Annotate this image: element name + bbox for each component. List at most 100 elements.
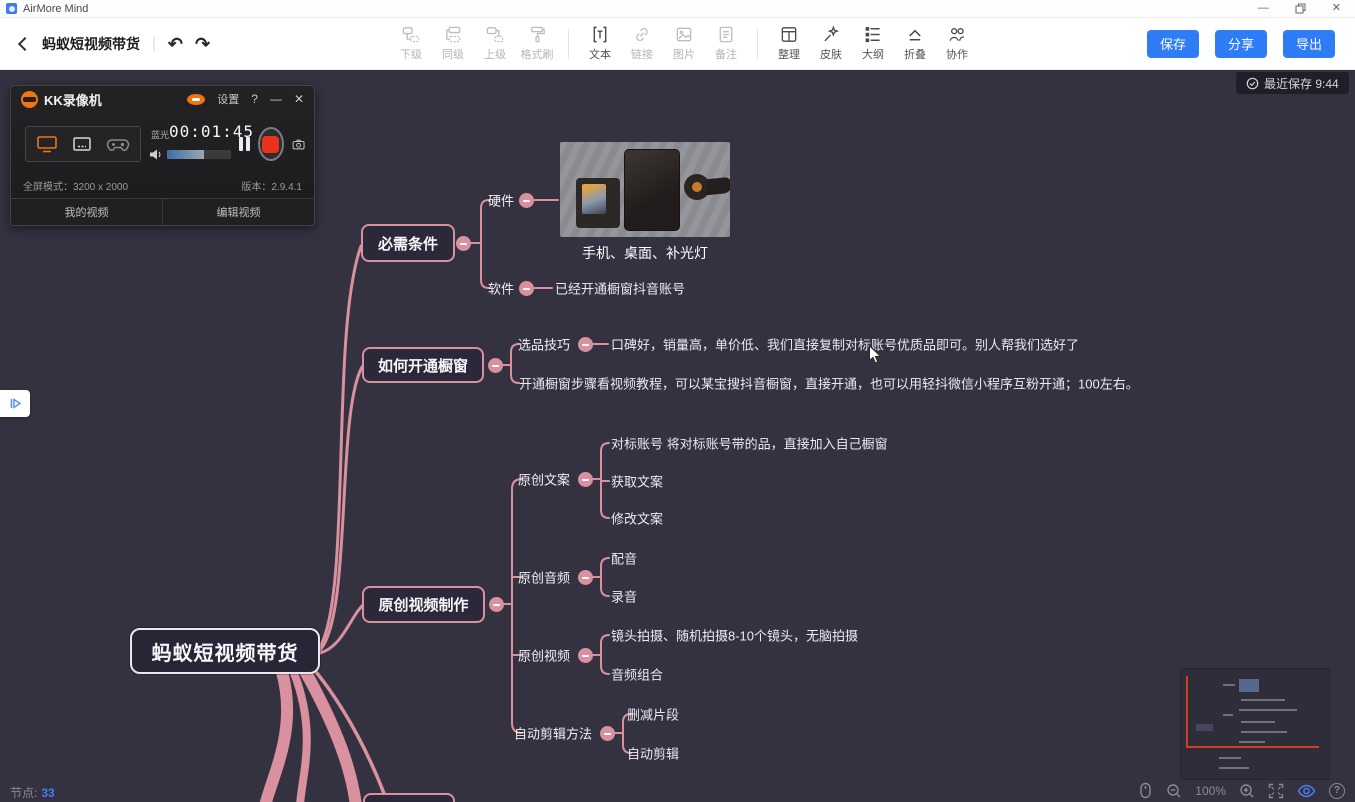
mindmap-branch-video-production[interactable]: 原创视频制作 bbox=[362, 586, 485, 623]
text-icon bbox=[590, 25, 610, 44]
save-button[interactable]: 保存 bbox=[1147, 30, 1199, 58]
speaker-icon bbox=[149, 148, 163, 166]
mindmap-leaf[interactable]: 开通橱窗步骤看视频教程，可以某宝搜抖音橱窗，直接开通，也可以用轻抖微信小程序互粉… bbox=[519, 374, 1139, 393]
mindmap-canvas[interactable]: 蚂蚁短视频带货 必需条件 如何开通橱窗 原创视频制作 硬件 软件 选品技巧 原创… bbox=[0, 70, 1355, 802]
mindmap-leaf[interactable]: 镜头拍摄、随机拍摄8-10个镜头，无脑拍摄 bbox=[611, 626, 858, 645]
mindmap-leaf[interactable]: 对标账号 将对标账号带的品，直接加入自己橱窗 bbox=[611, 434, 888, 453]
toolbar-item-image[interactable]: 图片 bbox=[664, 25, 704, 62]
phone-photo bbox=[624, 149, 680, 231]
format-painter-icon bbox=[527, 25, 547, 44]
toolbar-item-sublevel[interactable]: 下级 bbox=[391, 25, 431, 62]
screenshot-camera-icon[interactable] bbox=[292, 137, 305, 152]
link-icon bbox=[632, 25, 652, 44]
zoom-level: 100% bbox=[1195, 784, 1226, 798]
toolbar-item-link[interactable]: 链接 bbox=[622, 25, 662, 62]
redo-button[interactable]: ↷ bbox=[195, 35, 210, 53]
kk-tray-icon[interactable] bbox=[187, 94, 205, 105]
mindmap-image-caption[interactable]: 手机、桌面、补光灯 bbox=[560, 243, 730, 263]
recorder-settings-button[interactable]: 设置 bbox=[217, 91, 239, 107]
toolbar-item-outline[interactable]: 大纲 bbox=[853, 25, 893, 62]
mindmap-node-auto-edit-method[interactable]: 自动剪辑方法 bbox=[514, 724, 592, 743]
mindmap-node-software[interactable]: 软件 bbox=[488, 279, 514, 298]
mindmap-branch-open-showcase[interactable]: 如何开通橱窗 bbox=[362, 347, 484, 383]
sidebar-expand-button[interactable] bbox=[0, 390, 30, 417]
mindmap-node-original-copy[interactable]: 原创文案 bbox=[518, 470, 570, 489]
mindmap-leaf[interactable]: 自动剪辑 bbox=[627, 744, 679, 763]
mindmap-root-node[interactable]: 蚂蚁短视频带货 bbox=[130, 628, 320, 674]
share-button[interactable]: 分享 bbox=[1215, 30, 1267, 58]
window-close-icon[interactable]: ✕ bbox=[1332, 3, 1341, 14]
toolbar-item-text[interactable]: 文本 bbox=[580, 25, 620, 62]
collapse-toggle-icon[interactable] bbox=[578, 472, 593, 487]
mindmap-node-selection-skills[interactable]: 选品技巧 bbox=[518, 335, 570, 354]
toolbar-item-parentlevel[interactable]: 上级 bbox=[475, 25, 515, 62]
minimap-toggle-eye-icon[interactable] bbox=[1297, 783, 1316, 799]
app-title: AirMore Mind bbox=[23, 3, 88, 15]
collapse-toggle-icon[interactable] bbox=[519, 281, 534, 296]
kk-recorder-window[interactable]: KK录像机 设置 ? — ✕ 蓝光 00:01:45 全屏模式：3200 bbox=[10, 85, 315, 226]
mindmap-leaf[interactable]: 音频组合 bbox=[611, 665, 663, 684]
collapse-toggle-icon[interactable] bbox=[600, 726, 615, 741]
collapse-toggle-icon[interactable] bbox=[488, 358, 503, 373]
toolbar-item-fold[interactable]: 折叠 bbox=[895, 25, 935, 62]
stop-record-button[interactable] bbox=[258, 127, 284, 161]
mindmap-node-original-video[interactable]: 原创视频 bbox=[518, 646, 570, 665]
help-button[interactable]: ? bbox=[1329, 783, 1345, 799]
window-minimize-icon[interactable]: — bbox=[1258, 3, 1269, 14]
node-count: 节点:33 bbox=[10, 784, 55, 801]
mindmap-leaf[interactable]: 获取文案 bbox=[611, 472, 663, 491]
document-title: 蚂蚁短视频带货 bbox=[42, 34, 140, 54]
toolbar-item-sibling[interactable]: 同级 bbox=[433, 25, 473, 62]
mindmap-leaf[interactable]: 删减片段 bbox=[627, 705, 679, 724]
mindmap-node-hardware[interactable]: 硬件 bbox=[488, 191, 514, 210]
drag-mode-mouse-icon[interactable] bbox=[1138, 782, 1153, 799]
recorder-info-row: 全屏模式：3200 x 2000 版本：2.9.4.1 bbox=[11, 178, 314, 193]
fullscreen-mode-icon[interactable] bbox=[36, 134, 58, 154]
minimap-panel[interactable] bbox=[1180, 668, 1330, 780]
toolbar-item-collaborate[interactable]: 协作 bbox=[937, 25, 977, 62]
back-icon[interactable] bbox=[18, 37, 32, 51]
mindmap-leaf[interactable]: 修改文案 bbox=[611, 509, 663, 528]
child-node-icon bbox=[401, 25, 421, 44]
mindmap-leaf[interactable]: 口碑好，销量高，单价低、我们直接复制对标账号优质品即可。别人帮我们选好了 bbox=[611, 335, 1079, 354]
mindmap-leaf[interactable]: 录音 bbox=[611, 587, 637, 606]
minimap-image-node bbox=[1239, 679, 1259, 692]
fill-light-arm-photo bbox=[706, 177, 730, 196]
mindmap-image-node[interactable] bbox=[560, 142, 730, 237]
window-restore-icon[interactable] bbox=[1295, 3, 1306, 14]
mindmap-leaf[interactable]: 已经开通橱窗抖音账号 bbox=[555, 279, 685, 298]
mindmap-branch-required-conditions[interactable]: 必需条件 bbox=[361, 224, 455, 262]
mindmap-node-original-audio[interactable]: 原创音频 bbox=[518, 568, 570, 587]
check-circle-icon bbox=[1246, 77, 1259, 90]
game-mode-icon[interactable] bbox=[106, 134, 130, 154]
collapse-toggle-icon[interactable] bbox=[578, 648, 593, 663]
mouse-cursor bbox=[868, 345, 882, 365]
zoom-out-icon[interactable] bbox=[1166, 783, 1182, 799]
mindmap-leaf[interactable]: 配音 bbox=[611, 549, 637, 568]
window-mode-icon[interactable] bbox=[71, 134, 93, 154]
pause-button[interactable] bbox=[239, 137, 250, 151]
zoom-in-icon[interactable] bbox=[1239, 783, 1255, 799]
collapse-toggle-icon[interactable] bbox=[489, 597, 504, 612]
my-videos-button[interactable]: 我的视频 bbox=[11, 199, 163, 225]
undo-button[interactable]: ↶ bbox=[168, 35, 183, 53]
volume-level-bar[interactable] bbox=[167, 150, 231, 159]
collapse-toggle-icon[interactable] bbox=[578, 337, 593, 352]
recorder-minimize-icon[interactable]: — bbox=[270, 93, 282, 105]
outline-icon bbox=[863, 25, 883, 44]
recorder-help-button[interactable]: ? bbox=[251, 93, 258, 105]
toolbar-item-organize[interactable]: 整理 bbox=[769, 25, 809, 62]
export-button[interactable]: 导出 bbox=[1283, 30, 1335, 58]
toolbar-divider bbox=[568, 29, 569, 59]
collapse-toggle-icon[interactable] bbox=[578, 570, 593, 585]
fit-screen-icon[interactable] bbox=[1268, 783, 1284, 799]
toolbar-item-note[interactable]: 备注 bbox=[706, 25, 746, 62]
edit-videos-button[interactable]: 编辑视频 bbox=[163, 199, 314, 225]
mindmap-branch-partial[interactable] bbox=[363, 793, 455, 802]
collapse-toggle-icon[interactable] bbox=[519, 193, 534, 208]
recording-quality-label: 蓝光 bbox=[151, 128, 169, 141]
collapse-toggle-icon[interactable] bbox=[456, 236, 471, 251]
recorder-close-icon[interactable]: ✕ bbox=[294, 93, 304, 105]
toolbar-item-skin[interactable]: 皮肤 bbox=[811, 25, 851, 62]
toolbar-item-format-painter[interactable]: 格式刷 bbox=[517, 25, 557, 62]
